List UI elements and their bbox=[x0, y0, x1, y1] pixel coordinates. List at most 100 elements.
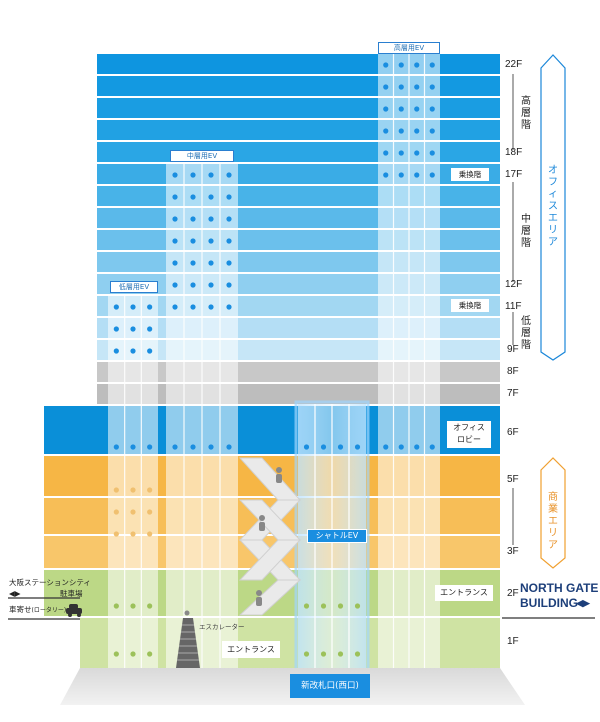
mid-ev-stop-dot bbox=[190, 194, 196, 200]
high-ev-stop-dot bbox=[383, 150, 389, 156]
mid-ev-stop-dot bbox=[172, 194, 178, 200]
low-ev-stop-dot bbox=[113, 444, 119, 450]
low-ev-stop-dot bbox=[130, 348, 136, 354]
mid-ev-stop-dot bbox=[172, 216, 178, 222]
elevator-shafts bbox=[108, 54, 440, 678]
high-ev-stop-dot bbox=[429, 84, 435, 90]
high-ev-stop-dot bbox=[383, 84, 389, 90]
shuttle-ev-ground-dot bbox=[337, 651, 344, 657]
low-ev-ground-dot bbox=[130, 651, 136, 657]
mid-ev-stop-dot bbox=[226, 216, 232, 222]
mid-ev-stop-dot bbox=[190, 238, 196, 244]
floor-label-7f: 7F bbox=[507, 388, 519, 399]
left-connector-lines bbox=[8, 597, 80, 620]
shuttle-ev-ground-dot bbox=[303, 603, 310, 609]
floor-label-5f: 5F bbox=[507, 474, 519, 485]
mid-ev-stop-dot bbox=[208, 444, 214, 450]
zone-label-high: 高層階 bbox=[521, 96, 531, 131]
low-ev-commercial-dot bbox=[147, 531, 153, 537]
high-ev-stop-dot bbox=[414, 444, 420, 450]
low-ev-stop-dot bbox=[147, 444, 153, 450]
high-ev-stop-dot bbox=[398, 128, 404, 134]
high-ev-stop-dot bbox=[398, 150, 404, 156]
high-ev-stop-dot bbox=[383, 106, 389, 112]
mid-ev-stop-dot bbox=[226, 172, 232, 178]
mid-ev-stop-dot bbox=[190, 216, 196, 222]
shuttle-ev-ground-dot bbox=[320, 603, 327, 609]
shuttle-ev-stop-dot bbox=[337, 444, 344, 450]
entrance-1f-label: エントランス bbox=[222, 641, 280, 658]
mid-ev-stop-dot bbox=[226, 304, 232, 310]
mid-ev-stop-dot bbox=[172, 260, 178, 266]
office-lobby-line1: オフィス bbox=[453, 423, 485, 432]
low-ev-stop-dot bbox=[113, 348, 119, 354]
parking-arrow-icon: ◀▶ bbox=[9, 589, 21, 598]
high-ev-stop-dot bbox=[429, 444, 435, 450]
escalator-label: エスカレーター bbox=[199, 623, 245, 631]
low-ev-stop-dot bbox=[113, 326, 119, 332]
transfer-floor-17-label: 乗換階 bbox=[451, 168, 489, 181]
shuttle-ev-label: シャトルEV bbox=[307, 529, 367, 543]
shuttle-ev-ground-dot bbox=[303, 651, 310, 657]
floor-label-22f: 22F bbox=[505, 59, 523, 70]
transfer-floor-11-label: 乗換階 bbox=[451, 299, 489, 312]
mid-ev-stop-dot bbox=[190, 172, 196, 178]
station-city-label: 大阪ステーションシティ bbox=[9, 578, 91, 587]
mid-ev-stop-dot bbox=[172, 172, 178, 178]
commercial-area-label: 商業エリア bbox=[548, 492, 558, 551]
floor-label-1f: 1F bbox=[507, 636, 519, 647]
high-ev-stop-dot bbox=[414, 84, 420, 90]
high-ev-stop-dot bbox=[414, 62, 420, 68]
floor-label-11f: 11F bbox=[505, 301, 522, 312]
floor-label-3f: 3F bbox=[507, 546, 519, 557]
high-ev-stop-dot bbox=[383, 62, 389, 68]
high-ev-stop-dot bbox=[429, 150, 435, 156]
car-icon bbox=[66, 604, 82, 617]
low-ev-stop-dot bbox=[147, 348, 153, 354]
low-ev-ground-dot bbox=[147, 651, 153, 657]
mid-ev-stop-dot bbox=[208, 172, 214, 178]
low-ev-stop-dot bbox=[147, 326, 153, 332]
high-ev-label: 高層用EV bbox=[378, 42, 440, 54]
high-ev-stop-dot bbox=[414, 172, 420, 178]
floor-label-17f: 17F bbox=[505, 169, 523, 180]
low-ev-ground-dot bbox=[130, 603, 136, 609]
zone-label-low: 低層階 bbox=[521, 316, 531, 351]
low-ev-commercial-dot bbox=[130, 531, 136, 537]
low-ev-label: 低層用EV bbox=[110, 281, 158, 293]
car-drop-label: 車寄せ(ロータリー) bbox=[9, 605, 66, 616]
high-ev-stop-dot bbox=[398, 172, 404, 178]
mid-ev-stop-dot bbox=[226, 194, 232, 200]
mid-ev-stop-dot bbox=[226, 260, 232, 266]
mid-ev-stop-dot bbox=[190, 444, 196, 450]
high-ev-stop-dot bbox=[398, 84, 404, 90]
low-ev-ground-dot bbox=[113, 603, 119, 609]
shuttle-ev-ground-dot bbox=[320, 651, 327, 657]
shuttle-ev-stop-dot bbox=[303, 444, 310, 450]
low-ev-stop-dot bbox=[113, 304, 119, 310]
low-ev-ground-dot bbox=[147, 603, 153, 609]
high-ev-stop-dot bbox=[429, 106, 435, 112]
low-ev-commercial-dot bbox=[113, 531, 119, 537]
mid-ev-stop-dot bbox=[190, 304, 196, 310]
high-ev-stop-dot bbox=[429, 172, 435, 178]
high-ev-stop-dot bbox=[383, 172, 389, 178]
low-ev-stop-dot bbox=[147, 304, 153, 310]
high-ev-stop-dot bbox=[414, 150, 420, 156]
high-ev-stop-dot bbox=[398, 444, 404, 450]
mid-ev-stop-dot bbox=[208, 238, 214, 244]
high-ev-stop-dot bbox=[414, 106, 420, 112]
low-ev-stop-dot bbox=[130, 304, 136, 310]
high-ev-stop-dot bbox=[429, 62, 435, 68]
high-ev-stop-dot bbox=[398, 62, 404, 68]
office-lobby-label: オフィス ロビー bbox=[447, 421, 491, 448]
floor-label-8f: 8F bbox=[507, 366, 519, 377]
mid-ev-label: 中層用EV bbox=[170, 150, 234, 162]
mid-ev-stop-dot bbox=[172, 282, 178, 288]
office-lobby-line2: ロビー bbox=[457, 435, 481, 444]
office-area-bracket bbox=[540, 54, 566, 361]
mid-ev-stop-dot bbox=[190, 260, 196, 266]
entrance-2f-label: エントランス bbox=[435, 585, 493, 601]
floor-label-18f: 18F bbox=[505, 147, 523, 158]
